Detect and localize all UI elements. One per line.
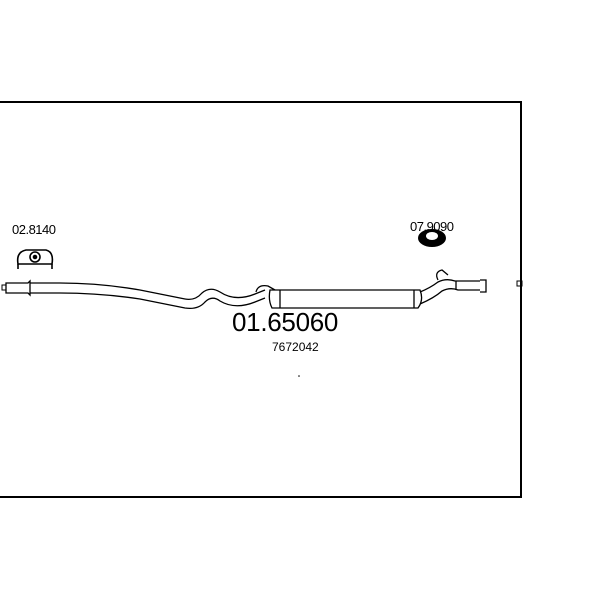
diagram-frame	[0, 101, 522, 498]
exhaust-clamp-icon	[16, 249, 54, 269]
part-number-label: 01.65060	[232, 307, 339, 337]
exhaust-pipe	[5, 269, 487, 310]
rubber-hanger-icon	[418, 229, 446, 247]
oem-number-label: 7672042	[272, 340, 319, 354]
hanger-code-label: 07.9090	[410, 219, 454, 234]
clamp-code-label: 02.8140	[12, 222, 56, 237]
stray-dot	[298, 375, 300, 377]
right-edge-marker	[516, 280, 523, 287]
